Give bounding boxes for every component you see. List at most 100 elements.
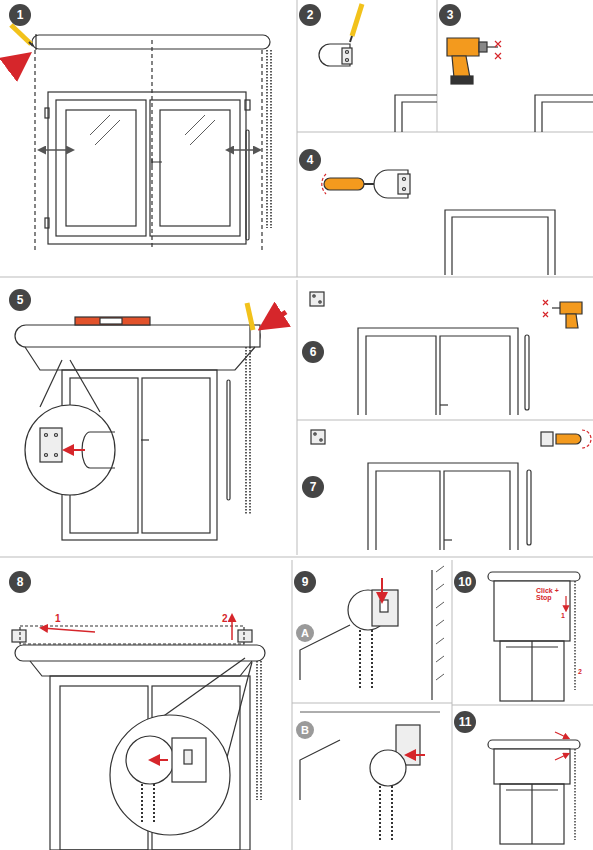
- step1-drawing-part: [48, 92, 246, 244]
- step1-drawing-part: [35, 34, 36, 50]
- step1-drawing-part: [261, 50, 262, 250]
- step6-drawing-part: [440, 404, 448, 405]
- step9-drawing-part: [300, 740, 340, 800]
- step7-drawing-part: [541, 432, 553, 446]
- step1-drawing-part: [66, 110, 136, 226]
- step11-drawing-part: [494, 749, 570, 784]
- step3-drawing-part: [479, 42, 487, 52]
- badge-circle: [439, 4, 461, 26]
- step-number: 7: [310, 481, 317, 493]
- panel-dividers-part: [292, 560, 293, 850]
- step-badge: 6: [302, 341, 324, 363]
- badge-circle: [296, 624, 314, 642]
- step-number: 4: [307, 154, 314, 166]
- step3-drawing-part: [452, 56, 470, 78]
- step2-drawing-part: [346, 59, 349, 62]
- step5-drawing-part: [45, 454, 48, 457]
- step2-drawing-part: [402, 102, 437, 132]
- step6-drawing-part: [543, 300, 548, 317]
- step1-drawing-part: [160, 110, 230, 226]
- step11-drawing-part: [500, 784, 564, 844]
- step2-drawing-part: [346, 51, 349, 54]
- badge-circle: [299, 4, 321, 26]
- step-number: 2: [307, 9, 314, 21]
- step8-drawing-part: [126, 736, 174, 784]
- step1-drawing-part: [40, 149, 72, 151]
- step8-drawing-part: [184, 750, 192, 764]
- step8-drawing-part: [238, 630, 252, 642]
- step5-drawing-part: [15, 325, 260, 347]
- step1-drawing-part: [266, 50, 268, 228]
- step10-drawing-part: [494, 581, 570, 641]
- step10-drawing-part: [574, 581, 575, 690]
- step9-drawing-part: [372, 590, 398, 626]
- step5-drawing-part: [141, 439, 149, 440]
- step6-drawing-part: [566, 314, 578, 328]
- step10-drawing-part: [565, 596, 566, 610]
- step8-drawing-part: [20, 626, 244, 644]
- step9-drawing-part: [381, 578, 383, 600]
- step7-drawing-part: [368, 463, 518, 550]
- step5-drawing-part: [40, 428, 62, 462]
- step9-drawing-part: [300, 712, 440, 713]
- step6-drawing-part: [358, 328, 518, 415]
- badge-circle: [454, 571, 476, 593]
- step8-drawing-part: [142, 784, 154, 824]
- step5-drawing-part: [245, 347, 247, 515]
- step5-drawing-part: [70, 360, 100, 412]
- step1-drawing-part: [45, 108, 49, 118]
- step1-drawing-part: [150, 100, 240, 236]
- panel-dividers-part: [297, 280, 298, 555]
- step7-drawing-part: [556, 434, 581, 444]
- step5-drawing-part: [45, 434, 48, 437]
- step10-drawing: [488, 572, 580, 701]
- step2-drawing-part: [352, 4, 362, 36]
- step-badge: 4: [299, 149, 321, 171]
- step2-drawing-part: [342, 48, 352, 64]
- step4-drawing-part: [445, 210, 555, 275]
- step11-drawing-part: [555, 754, 568, 760]
- step5-drawing-part: [266, 312, 286, 325]
- step-number: 8: [17, 576, 24, 588]
- step5-drawing-part: [25, 405, 115, 495]
- step10-drawing-part: [506, 641, 558, 701]
- step-number: 10: [458, 576, 471, 588]
- step1-drawing-part: [29, 42, 33, 46]
- panel-dividers-part: [292, 703, 452, 704]
- step2-drawing-part: [395, 95, 437, 132]
- step5-drawing-part: [227, 380, 230, 500]
- step8-drawing-part: [260, 661, 262, 800]
- step8-drawing-part: [15, 645, 265, 661]
- badge-circle: [9, 571, 31, 593]
- step6-drawing-part: [366, 336, 510, 415]
- step8-drawing-part: [12, 630, 26, 642]
- step7-drawing-part: [527, 470, 531, 545]
- step11-drawing-part: [488, 740, 580, 749]
- callout-label: Click + Stop: [536, 587, 570, 602]
- step9-drawing: [300, 566, 444, 841]
- step8-drawing-part: [30, 661, 252, 676]
- step6-drawing-part: [560, 302, 582, 314]
- step-number: 9: [302, 576, 309, 588]
- badge-circle: [302, 341, 324, 363]
- step-number: 1: [17, 9, 24, 21]
- step8-drawing-part: [50, 676, 250, 850]
- step4-drawing-part: [398, 174, 410, 194]
- step5-drawing-part: [75, 317, 150, 325]
- step6-drawing-part: [313, 295, 315, 297]
- step1-drawing-part: [45, 218, 49, 228]
- step3-drawing-part: [447, 38, 479, 56]
- step1-drawing-part: [95, 120, 120, 145]
- step10-drawing-part: [488, 572, 580, 581]
- step11-drawing-part: [574, 749, 575, 840]
- step1-drawing-part: [56, 100, 146, 236]
- step5-drawing-part: [82, 432, 115, 468]
- step7-drawing-part: [444, 539, 452, 540]
- step-badge: 7: [302, 476, 324, 498]
- badge-circle: [294, 571, 316, 593]
- badge-circle: [9, 289, 31, 311]
- step9-drawing-part: [370, 750, 406, 786]
